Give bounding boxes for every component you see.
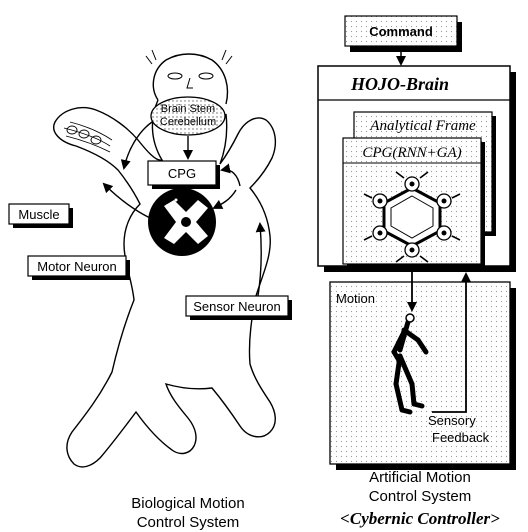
brain-to-side-arrow: [120, 121, 153, 170]
right-eye: [198, 72, 214, 80]
motion-box: [329, 281, 511, 465]
feedback-label: Feedback: [432, 430, 490, 445]
cpg-rnn-ga-label: CPG(RNN+GA): [362, 145, 461, 161]
face-outline: [152, 53, 229, 105]
analytical-frame-label: Analytical Frame: [369, 118, 476, 134]
figure-head: [405, 313, 415, 323]
sensor-in-arrow-1: [212, 189, 237, 209]
body-outline: [53, 99, 277, 468]
command-label: Command: [369, 24, 433, 39]
hojo-brain-label: HOJO-Brain: [350, 74, 449, 94]
motor-out-arrow: [102, 182, 151, 219]
motor-neuron-box: [27, 255, 127, 277]
sensor-up-arrow: [255, 222, 266, 297]
motor-neuron-label: Motor Neuron: [37, 259, 116, 274]
sensor-neuron-label: Sensor Neuron: [193, 299, 280, 314]
sensor-to-cpg-arrow: [220, 163, 241, 187]
left-eye: [167, 72, 183, 80]
command-box: [344, 15, 458, 47]
sensor-neuron-box: [185, 295, 289, 317]
cybernic-controller-label: <Cybernic Controller>: [340, 509, 500, 528]
bio-caption-line2: Control System: [137, 514, 240, 531]
art-caption-line2: Control System: [369, 488, 472, 505]
cpg-label: CPG: [168, 166, 196, 181]
cpg-box: [147, 160, 217, 186]
walking-figure: [391, 319, 429, 415]
biological-system: Brain Stem Cerebellum CPG Muscle Motor: [8, 49, 292, 531]
motion-label: Motion: [336, 291, 375, 306]
muscle-label: Muscle: [18, 207, 59, 222]
sensory-label: Sensory: [428, 413, 476, 428]
bio-caption-line1: Biological Motion: [131, 495, 244, 512]
artificial-system: Command HOJO-Brain Analytical Frame CPG(…: [317, 15, 516, 528]
feedback-arrow: [432, 272, 471, 413]
art-caption-line1: Artificial Motion: [369, 469, 471, 486]
muscle-box: [8, 203, 70, 225]
brain-stem-ellipse: [150, 96, 226, 136]
brain-stem-label: Brain Stem: [161, 103, 215, 115]
neural-network-graphic: [363, 171, 461, 263]
cerebellum-label: Cerebellum: [160, 116, 216, 128]
